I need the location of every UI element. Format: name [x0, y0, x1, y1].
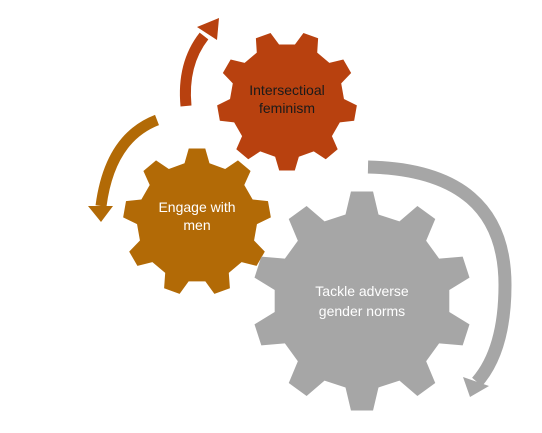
- gear-engage: Engage with men: [123, 148, 271, 294]
- arrow-right: [367, 160, 512, 397]
- arrow-head: [197, 18, 219, 40]
- arrow-shaft: [179, 32, 209, 107]
- gear-tackle: Tackle adverse gender norms: [254, 191, 470, 411]
- gear-label-line: Tackle adverse: [315, 283, 409, 299]
- gear-shape: [217, 32, 357, 171]
- gear-intersectional: Intersectioal feminism: [217, 32, 357, 171]
- gear-label-line: gender norms: [319, 303, 405, 319]
- gear-shape: [123, 148, 271, 294]
- arrow-shaft: [95, 114, 160, 207]
- arrow-head: [463, 377, 489, 397]
- gear-label-line: feminism: [259, 100, 315, 116]
- gear-label-line: Intersectioal: [249, 82, 324, 98]
- arrow-shaft: [367, 160, 512, 387]
- gear-label-line: Engage with: [158, 199, 235, 215]
- arrow-left: [88, 114, 160, 222]
- gear-shape: [254, 191, 470, 411]
- arrows-layer: [88, 18, 512, 397]
- gear-label-line: men: [183, 217, 210, 233]
- arrow-top: [179, 18, 219, 107]
- arrow-head: [88, 206, 113, 222]
